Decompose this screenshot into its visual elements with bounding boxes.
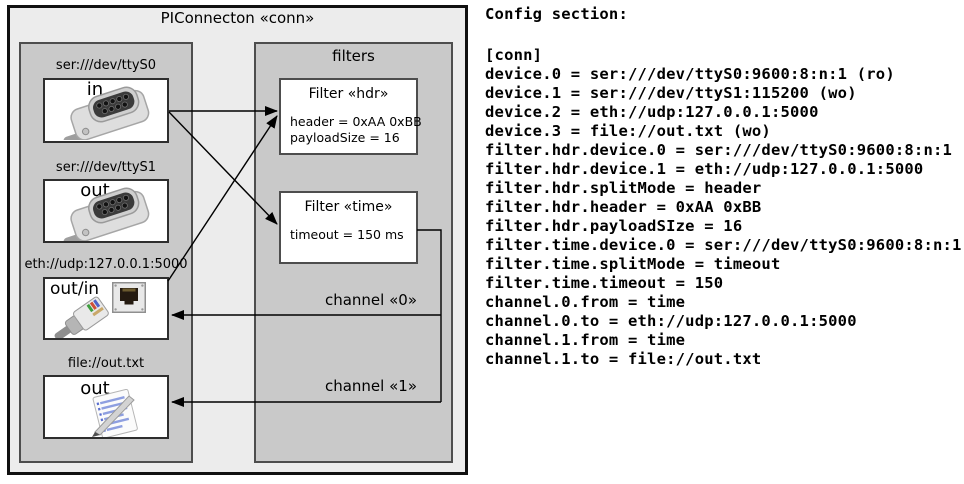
ethernet-port-icon xyxy=(112,282,146,313)
device-port-label: in xyxy=(86,79,104,100)
channel-0-label: channel «0» xyxy=(324,291,417,309)
device-label-eth: eth://udp:127.0.0.1:5000 xyxy=(24,257,188,272)
device-port-label: out/in xyxy=(50,279,100,299)
config-line: filter.time.device.0 = ser:///dev/ttyS0:… xyxy=(485,236,962,254)
filter-node-hdr: Filter «hdr» header = 0xAA 0xBB payloadS… xyxy=(279,78,422,155)
config-line: device.2 = eth://udp:127.0.0.1:5000 xyxy=(485,103,819,121)
config-line: filter.hdr.splitMode = header xyxy=(485,179,762,197)
filters-panel-label: filters xyxy=(332,47,375,65)
device-label-ttyS0: ser:///dev/ttyS0 xyxy=(55,58,157,73)
device-port-label: out xyxy=(80,378,110,399)
config-line: filter.time.timeout = 150 xyxy=(485,274,724,292)
serial-db9-connector-icon xyxy=(63,187,150,241)
config-line: filter.hdr.header = 0xAA 0xBB xyxy=(485,198,762,216)
filter-prop: header = 0xAA 0xBB xyxy=(290,114,422,129)
filter-node-time: Filter «time» timeout = 150 ms xyxy=(279,191,418,264)
device-node-ttyS1: out xyxy=(43,179,169,243)
filter-props: header = 0xAA 0xBB payloadSize = 16 xyxy=(290,114,422,146)
connector-title: PIConnecton «conn» xyxy=(160,9,315,27)
config-line: device.3 = file://out.txt (wo) xyxy=(485,122,771,140)
device-node-eth: out/in xyxy=(43,277,169,340)
device-label-ttyS1: ser:///dev/ttyS1 xyxy=(55,160,157,175)
config-line: channel.1.from = time xyxy=(485,331,686,349)
config-heading: Config section: xyxy=(485,5,628,23)
config-line: channel.1.to = file://out.txt xyxy=(485,350,762,368)
config-line: filter.hdr.device.1 = eth://udp:127.0.0.… xyxy=(485,160,924,178)
config-lines: [conn]device.0 = ser:///dev/ttyS0:9600:8… xyxy=(485,46,962,369)
filter-props: timeout = 150 ms xyxy=(290,227,404,243)
filter-prop: timeout = 150 ms xyxy=(290,227,404,242)
device-node-ttyS0: in xyxy=(43,78,169,143)
device-label-file: file://out.txt xyxy=(67,356,145,371)
channel-1-label: channel «1» xyxy=(324,377,417,395)
serial-db9-connector-icon xyxy=(63,86,150,140)
config-line: [conn] xyxy=(485,46,543,64)
device-node-file: out xyxy=(43,375,169,439)
config-line: filter.time.splitMode = timeout xyxy=(485,255,781,273)
filter-title: Filter «hdr» xyxy=(308,86,389,102)
config-line: device.1 = ser:///dev/ttyS1:115200 (wo) xyxy=(485,84,857,102)
notepad-pen-icon xyxy=(92,389,138,437)
config-line: channel.0.to = eth://udp:127.0.0.1:5000 xyxy=(485,312,857,330)
config-line: filter.hdr.device.0 = ser:///dev/ttyS0:9… xyxy=(485,141,953,159)
config-line: filter.hdr.payloadSIze = 16 xyxy=(485,217,743,235)
filter-title: Filter «time» xyxy=(304,199,393,215)
ethernet-plug-icon xyxy=(54,296,109,338)
filter-prop: payloadSize = 16 xyxy=(290,130,400,145)
config-line: channel.0.from = time xyxy=(485,293,686,311)
config-line: device.0 = ser:///dev/ttyS0:9600:8:n:1 (… xyxy=(485,65,895,83)
